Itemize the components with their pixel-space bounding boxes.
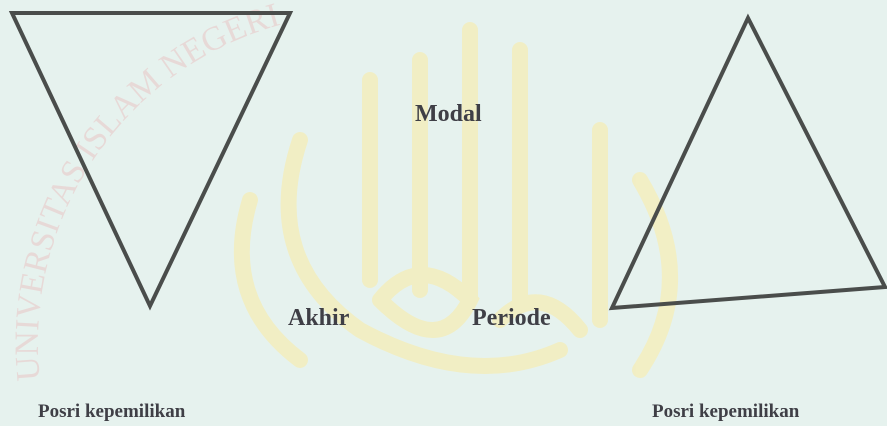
caption-left: Posri kepemilikan	[38, 402, 185, 421]
label-periode: Periode	[472, 306, 551, 330]
label-akhir: Akhir	[288, 306, 349, 330]
caption-right: Posri kepemilikan	[652, 402, 799, 421]
inverted-triangle	[12, 13, 290, 306]
upright-triangle	[612, 18, 885, 308]
label-modal: Modal	[415, 102, 482, 126]
